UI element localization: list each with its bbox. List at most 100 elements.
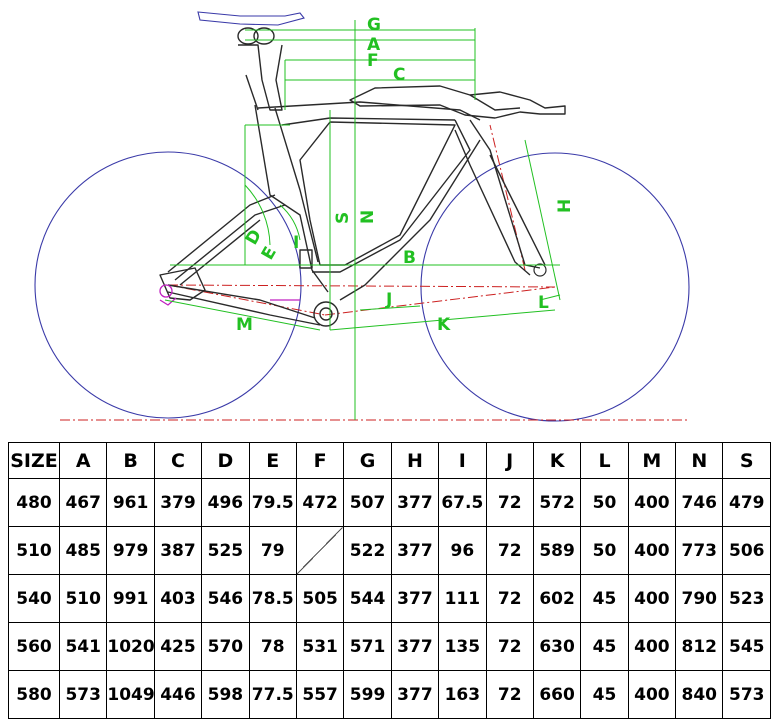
rear-wheel [34,151,302,419]
dim-label-h: H [555,199,575,213]
table-cell: 1049 [106,670,155,719]
table-cell: 377 [390,622,440,671]
table-cell: 598 [201,670,250,719]
table-cell: 991 [106,574,155,623]
table-cell: 570 [201,622,250,671]
header-cell: A [58,442,108,479]
dim-label-i: I [293,233,299,253]
table-cell: 840 [675,670,724,719]
header-cell: L [580,442,629,479]
table-cell: 72 [485,478,534,527]
table-cell: 45 [580,574,629,623]
table-cell: 573 [58,670,108,719]
saddle [197,11,305,26]
table-cell: 467 [58,478,108,527]
table-cell: 790 [675,574,724,623]
header-cell: M [627,442,677,479]
table-cell: 400 [627,526,677,575]
table-cell: 557 [295,670,345,719]
drivetrain-components [159,284,300,306]
dim-label-e: E [258,243,281,263]
header-cell: C [153,442,203,479]
table-cell: 72 [485,526,534,575]
table-row: 580 573 1049 446 598 77.5 557 599 377 16… [8,670,771,719]
table-row: 510 485 979 387 525 79 522 377 96 72 589… [8,526,771,575]
centerlines [60,124,690,421]
table-cell: 545 [722,622,771,671]
table-cell: 45 [580,670,629,719]
table-cell: 510 [58,574,108,623]
table-cell: 531 [295,622,345,671]
table-cell: 72 [485,670,534,719]
dim-label-g: G [367,15,381,35]
table-cell: 546 [201,574,250,623]
table-cell: 377 [390,478,440,527]
table-row: 540 510 991 403 546 78.5 505 544 377 111… [8,574,771,623]
table-cell: 45 [580,622,629,671]
header-cell: K [532,442,582,479]
header-cell: S [722,442,771,479]
table-cell: 79 [248,526,297,575]
table-cell: 403 [153,574,203,623]
table-cell: 525 [201,526,250,575]
table-cell: 77.5 [248,670,297,719]
table-cell: 522 [343,526,392,575]
table-cell: 602 [532,574,582,623]
table-cell: 507 [343,478,392,527]
table-cell: 79.5 [248,478,297,527]
dim-label-s: S [333,212,353,224]
table-cell: 510 [8,526,60,575]
dim-label-c: C [393,65,405,85]
header-cell: I [438,442,487,479]
table-cell: 573 [722,670,771,719]
table-cell: 446 [153,670,203,719]
table-cell: 746 [675,478,724,527]
table-cell: 571 [343,622,392,671]
table-cell: 400 [627,574,677,623]
header-cell: SIZE [8,442,60,479]
table-cell: 544 [343,574,392,623]
table-cell: 560 [8,622,60,671]
front-wheel [420,152,690,422]
table-cell: 485 [58,526,108,575]
table-cell: 379 [153,478,203,527]
table-cell: 400 [627,622,677,671]
dim-label-a: A [367,35,381,55]
header-cell: G [343,442,392,479]
table-cell: 377 [390,670,440,719]
table-cell: 50 [580,526,629,575]
table-cell: 72 [485,622,534,671]
header-cell: D [201,442,250,479]
table-cell: 812 [675,622,724,671]
table-cell: 979 [106,526,155,575]
dim-label-n: N [358,210,378,224]
table-cell: 135 [438,622,487,671]
table-cell: 163 [438,670,487,719]
table-cell: 523 [722,574,771,623]
header-cell: J [485,442,534,479]
table-cell: 541 [58,622,108,671]
table-cell: 961 [106,478,155,527]
fork-dropout [533,263,547,277]
table-cell: 96 [438,526,487,575]
table-cell: 496 [201,478,250,527]
table-cell: 773 [675,526,724,575]
header-cell: H [390,442,440,479]
table-cell: 506 [722,526,771,575]
table-cell-empty [295,526,345,575]
header-cell: F [295,442,345,479]
dim-label-j: J [385,290,392,310]
table-cell: 78.5 [248,574,297,623]
table-cell: 472 [295,478,345,527]
dim-label-k: K [437,315,451,335]
table-row: 480 467 961 379 496 79.5 472 507 377 67.… [8,478,771,527]
table-cell: 67.5 [438,478,487,527]
table-cell: 78 [248,622,297,671]
table-cell: 480 [8,478,60,527]
frame-geometry-drawing: G A F C S N B H D E I J K L M [34,11,690,422]
table-cell: 400 [627,478,677,527]
table-cell: 1020 [106,622,155,671]
dim-label-m: M [236,315,253,335]
dim-label-b: B [403,248,416,268]
table-cell: 540 [8,574,60,623]
